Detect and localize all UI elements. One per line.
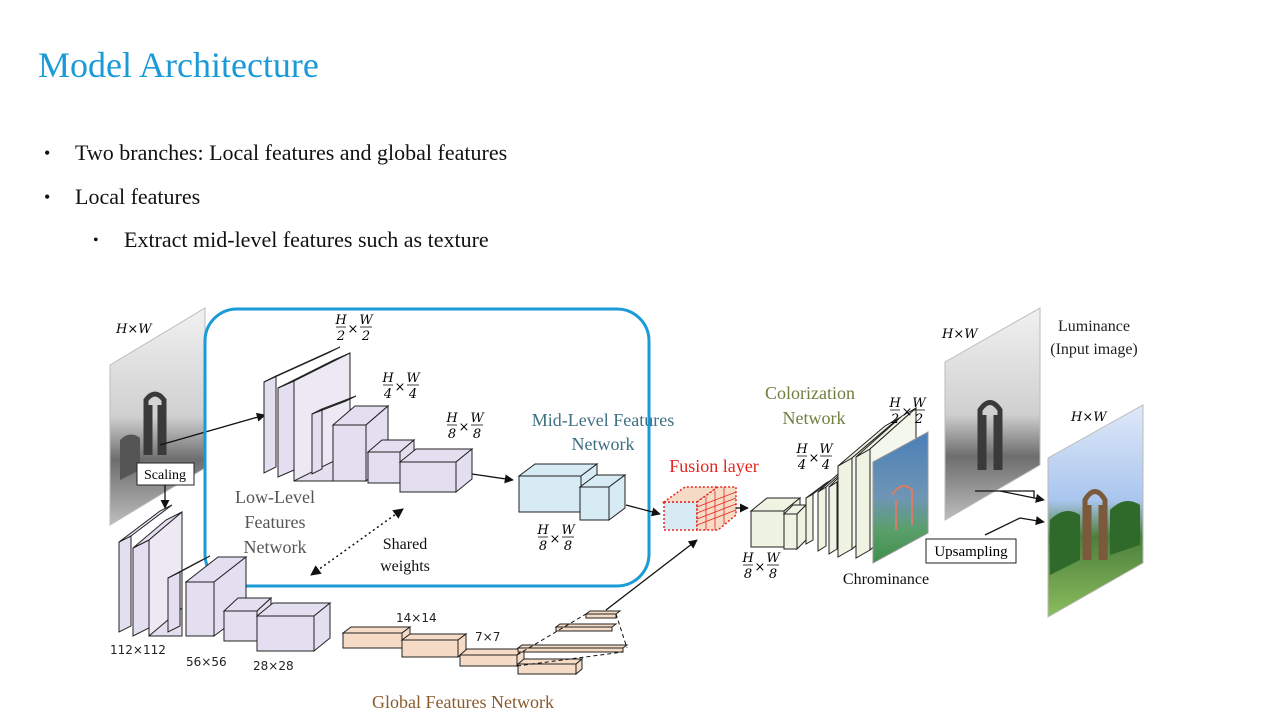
global-to-fusion-arrow <box>605 539 698 611</box>
dims-h2-w2-color: H 2 × W 2 <box>888 396 927 427</box>
dims-h2-w2-top: H 2 × W 2 <box>334 313 374 344</box>
svg-text:×: × <box>459 420 470 435</box>
input-image <box>109 307 206 526</box>
svg-text:×: × <box>809 451 820 466</box>
svg-text:8: 8 <box>448 427 456 442</box>
svg-text:Network: Network <box>572 434 635 454</box>
global-layers <box>341 610 629 676</box>
size-112: 112×112 <box>110 643 166 657</box>
luminance-image <box>944 307 1041 521</box>
luminance-label: Luminance (Input image) <box>1050 318 1138 358</box>
slide-title: Model Architecture <box>38 45 319 85</box>
luminance-to-output-arrow <box>999 490 1045 503</box>
svg-text:W: W <box>561 523 576 538</box>
size-7: 7×7 <box>475 630 500 644</box>
fusion-label: Fusion layer <box>669 456 759 476</box>
svg-text:2: 2 <box>890 412 899 427</box>
bullet-text: Extract mid-level features such as textu… <box>124 227 489 252</box>
svg-text:4: 4 <box>821 458 830 473</box>
svg-text:4: 4 <box>408 387 417 402</box>
svg-text:W: W <box>359 313 374 328</box>
global-label: Global Features Network <box>372 692 554 712</box>
bullet-text: Local features <box>75 184 201 209</box>
dims-h8-w8-mid: H 8 × W 8 <box>536 523 576 554</box>
svg-text:Network: Network <box>783 408 846 428</box>
input-to-low-arrow <box>159 412 266 446</box>
fusion-layer <box>661 486 737 531</box>
luminance-dims: H×W <box>941 327 979 342</box>
svg-text:H: H <box>536 523 549 538</box>
svg-text:Network: Network <box>244 537 307 557</box>
global-low-level-layers <box>118 504 332 653</box>
upsampling-label: Upsampling <box>934 544 1008 560</box>
svg-text:H: H <box>381 371 394 386</box>
svg-text:Shared: Shared <box>383 536 427 553</box>
color-output-dims: H×W <box>1070 410 1108 425</box>
svg-text:2: 2 <box>914 412 923 427</box>
svg-text:Low-Level: Low-Level <box>235 487 315 507</box>
mid-level-label: Mid-Level Features Network <box>532 410 674 454</box>
colorization-label: Colorization Network <box>765 383 855 428</box>
low-level-label: Low-Level Features Network <box>235 487 315 557</box>
svg-text:W: W <box>406 371 421 386</box>
global-dashed-links <box>516 613 628 667</box>
svg-text:×: × <box>550 532 561 547</box>
mid-level-layers <box>517 463 627 521</box>
svg-text:2: 2 <box>361 329 370 344</box>
svg-text:8: 8 <box>564 539 572 554</box>
luminance-merge-line <box>975 490 1035 498</box>
svg-text:W: W <box>470 411 485 426</box>
svg-text:Features: Features <box>245 512 306 532</box>
svg-text:×: × <box>902 405 913 420</box>
size-14: 14×14 <box>396 611 437 625</box>
svg-text:×: × <box>395 380 406 395</box>
size-28: 28×28 <box>253 659 294 673</box>
svg-text:4: 4 <box>383 387 392 402</box>
svg-text:H: H <box>795 442 808 457</box>
svg-text:8: 8 <box>539 539 547 554</box>
bullet-text: Two branches: Local features and global … <box>75 140 508 165</box>
svg-text:Colorization: Colorization <box>765 383 855 403</box>
svg-text:H: H <box>888 396 901 411</box>
svg-text:weights: weights <box>380 558 430 575</box>
svg-text:×: × <box>755 560 766 575</box>
chrominance-image <box>872 431 929 564</box>
dims-h4-w4-top: H 4 × W 4 <box>381 371 421 402</box>
svg-text:Luminance: Luminance <box>1058 318 1130 335</box>
svg-text:H: H <box>741 551 754 566</box>
svg-text:(Input image): (Input image) <box>1050 341 1138 358</box>
color-output-image <box>1047 404 1144 618</box>
svg-text:H: H <box>445 411 458 426</box>
dims-h8-w8-top: H 8 × W 8 <box>445 411 485 442</box>
size-56: 56×56 <box>186 655 227 669</box>
scaling-label: Scaling <box>144 468 186 483</box>
chrominance-label: Chrominance <box>843 571 929 588</box>
dims-h8-w8-color: H 8 × W 8 <box>741 551 781 582</box>
dims-h4-w4-color: H 4 × W 4 <box>795 442 834 473</box>
svg-text:2: 2 <box>336 329 345 344</box>
low-to-mid-arrow <box>471 473 514 484</box>
local-features-highlight <box>203 307 651 588</box>
mid-to-fusion-arrow <box>625 504 661 517</box>
svg-text:4: 4 <box>797 458 806 473</box>
svg-text:×: × <box>348 322 359 337</box>
shared-weights-label: Shared weights <box>380 536 430 575</box>
low-level-layers <box>263 346 474 494</box>
input-dims: H×W <box>115 322 153 337</box>
shared-weights-arrow <box>310 508 404 576</box>
upsample-to-output-arrow <box>1019 516 1045 526</box>
upsampling-box <box>925 538 1017 564</box>
upsample-line <box>984 517 1021 536</box>
svg-text:W: W <box>912 396 927 411</box>
svg-text:8: 8 <box>744 567 752 582</box>
svg-text:8: 8 <box>769 567 777 582</box>
svg-text:8: 8 <box>473 427 481 442</box>
svg-text:W: W <box>766 551 781 566</box>
svg-text:H: H <box>334 313 347 328</box>
svg-text:W: W <box>819 442 834 457</box>
svg-text:Mid-Level Features: Mid-Level Features <box>532 410 674 430</box>
